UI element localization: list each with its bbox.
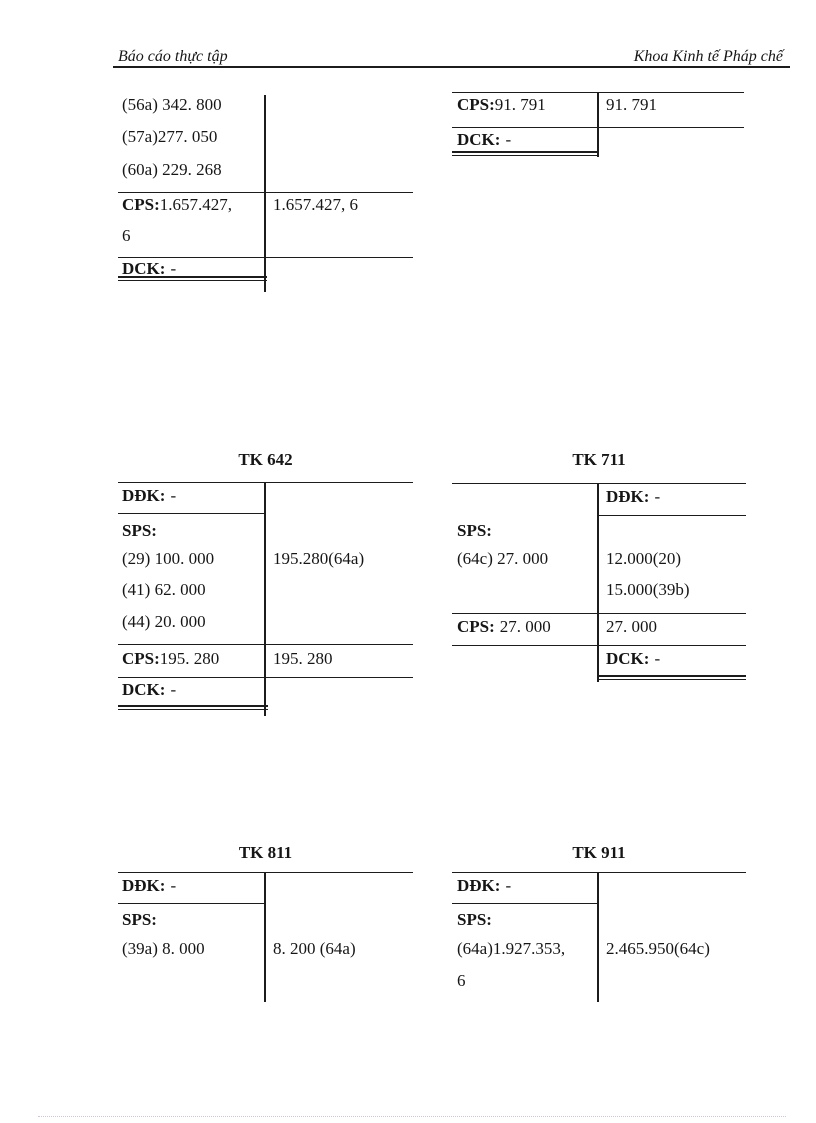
debit-entry: (60a) 229. 268 bbox=[122, 160, 222, 179]
cps-credit-value: 91. 791 bbox=[606, 95, 657, 114]
credit-entry: 15.000(39b) bbox=[606, 580, 690, 599]
t-divider-vertical bbox=[264, 95, 266, 292]
cps-debit-value-wrap: 6 bbox=[122, 226, 131, 245]
dck-value: - bbox=[170, 680, 177, 699]
t-divider-vertical bbox=[597, 872, 599, 1002]
rule-under-ddk bbox=[118, 903, 264, 904]
ddk-row: DĐK:- bbox=[457, 876, 511, 895]
cps-label: CPS: bbox=[457, 95, 495, 114]
t-divider-vertical bbox=[597, 483, 599, 682]
cps-row-debit: CPS:91. 791 bbox=[457, 95, 546, 114]
dck-row: DCK:- bbox=[457, 130, 511, 149]
dck-value: - bbox=[170, 259, 177, 278]
cps-credit-value: 1.657.427, 6 bbox=[273, 195, 358, 214]
ddk-value: - bbox=[654, 487, 661, 506]
cps-label: CPS: bbox=[122, 649, 160, 668]
rule-top bbox=[452, 872, 746, 873]
ddk-label: DĐK: bbox=[606, 487, 650, 506]
cps-debit-value: 1.657.427, bbox=[159, 195, 233, 214]
rule-above-cps bbox=[118, 192, 413, 193]
dck-label: DCK: bbox=[122, 259, 166, 278]
ddk-row: DĐK:- bbox=[606, 487, 660, 506]
ddk-row: DĐK:- bbox=[122, 876, 176, 895]
ddk-row: DĐK:- bbox=[122, 486, 176, 505]
cps-row-debit: CPS:27. 000 bbox=[457, 617, 551, 636]
cps-label: CPS: bbox=[457, 617, 495, 636]
rule-under-cps bbox=[118, 677, 413, 678]
closing-double-rule bbox=[452, 151, 599, 156]
cps-row-debit: CPS:1.657.427, bbox=[122, 195, 232, 214]
ddk-label: DĐK: bbox=[122, 876, 166, 895]
dck-row: DCK:- bbox=[122, 259, 176, 278]
cps-row-debit: CPS:195. 280 bbox=[122, 649, 219, 668]
rule-under-ddk bbox=[118, 513, 264, 514]
closing-double-rule bbox=[118, 276, 267, 281]
rule-under-cps bbox=[118, 257, 413, 258]
debit-entry-wrap: 6 bbox=[457, 971, 466, 990]
header-right-text: Khoa Kinh tế Pháp chế bbox=[633, 48, 783, 65]
header-rule bbox=[113, 66, 790, 68]
debit-entry: (56a) 342. 800 bbox=[122, 95, 222, 114]
debit-entry: (64a)1.927.353, bbox=[457, 939, 566, 958]
cps-credit-value: 195. 280 bbox=[273, 649, 333, 668]
rule-under-cps bbox=[452, 127, 744, 128]
account-title: TK 911 bbox=[572, 843, 626, 862]
credit-entry: 2.465.950(64c) bbox=[606, 939, 710, 958]
credit-entry: 8. 200 (64a) bbox=[273, 939, 356, 958]
debit-entry: (29) 100. 000 bbox=[122, 549, 215, 568]
rule-under-ddk bbox=[597, 515, 746, 516]
header-left-text: Báo cáo thực tập bbox=[118, 48, 228, 65]
rule-under-ddk bbox=[452, 903, 597, 904]
sps-label: SPS: bbox=[457, 521, 492, 540]
credit-entry: 12.000(20) bbox=[606, 549, 682, 568]
dck-row: DCK:- bbox=[122, 680, 176, 699]
sps-label: SPS: bbox=[122, 910, 157, 929]
credit-entry: 195.280(64a) bbox=[273, 549, 365, 568]
debit-entry: (44) 20. 000 bbox=[122, 612, 206, 631]
debit-entry: (39a) 8. 000 bbox=[122, 939, 205, 958]
t-divider-vertical bbox=[264, 482, 266, 716]
closing-double-rule bbox=[597, 675, 746, 680]
closing-double-rule bbox=[118, 705, 268, 710]
debit-entry: (41) 62. 000 bbox=[122, 580, 206, 599]
debit-entry: (57a)277. 050 bbox=[122, 127, 218, 146]
account-title: TK 711 bbox=[572, 450, 626, 469]
ddk-value: - bbox=[505, 876, 512, 895]
debit-entry: (64c) 27. 000 bbox=[457, 549, 549, 568]
footer-dotted-rule bbox=[38, 1116, 786, 1117]
dck-value: - bbox=[505, 130, 512, 149]
rule-above-cps bbox=[452, 613, 746, 614]
ddk-value: - bbox=[170, 486, 177, 505]
rule-top bbox=[452, 483, 746, 484]
dck-label: DCK: bbox=[122, 680, 166, 699]
dck-label: DCK: bbox=[606, 649, 650, 668]
sps-label: SPS: bbox=[122, 521, 157, 540]
t-divider-vertical bbox=[597, 92, 599, 157]
sps-label: SPS: bbox=[457, 910, 492, 929]
rule-above-cps bbox=[118, 644, 413, 645]
rule-under-cps bbox=[452, 645, 746, 646]
account-title: TK 642 bbox=[238, 450, 293, 469]
ddk-value: - bbox=[170, 876, 177, 895]
t-divider-vertical bbox=[264, 872, 266, 1002]
dck-label: DCK: bbox=[457, 130, 501, 149]
cps-debit-value: 27. 000 bbox=[499, 617, 551, 636]
cps-credit-value: 27. 000 bbox=[606, 617, 657, 636]
dck-value: - bbox=[654, 649, 661, 668]
ddk-label: DĐK: bbox=[457, 876, 501, 895]
account-title: TK 811 bbox=[238, 843, 293, 862]
ddk-label: DĐK: bbox=[122, 486, 166, 505]
dck-row: DCK:- bbox=[606, 649, 660, 668]
cps-debit-value: 195. 280 bbox=[159, 649, 220, 668]
cps-label: CPS: bbox=[122, 195, 160, 214]
cps-debit-value: 91. 791 bbox=[494, 95, 546, 114]
